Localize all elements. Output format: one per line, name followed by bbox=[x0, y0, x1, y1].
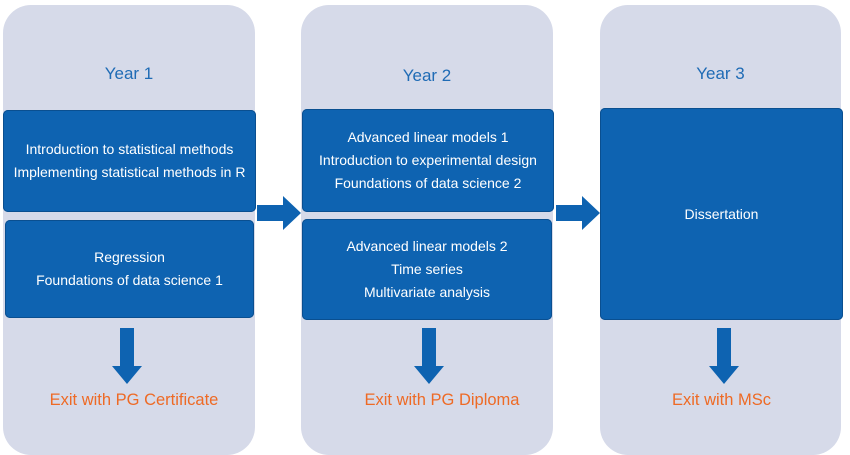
course-item: Time series bbox=[391, 261, 463, 277]
year-1-label: Year 1 bbox=[104, 64, 154, 83]
year-3-box-1: Dissertation bbox=[600, 108, 843, 320]
course-item: Implementing statistical methods in R bbox=[13, 164, 246, 180]
right-arrow-icon bbox=[257, 196, 301, 230]
course-item: Advanced linear models 2 bbox=[346, 238, 508, 254]
year-3-label: Year 3 bbox=[696, 64, 745, 83]
down-arrow-icon bbox=[414, 328, 444, 384]
year-3-exit: Exit with MSc bbox=[671, 391, 772, 409]
down-arrow-icon bbox=[112, 328, 142, 384]
course-item: Foundations of data science 1 bbox=[36, 272, 223, 288]
right-arrow-icon bbox=[556, 196, 600, 230]
year-2-box-2: Advanced linear models 2 Time series Mul… bbox=[302, 219, 552, 320]
course-item: Foundations of data science 2 bbox=[334, 175, 522, 191]
course-item: Introduction to experimental design bbox=[319, 152, 537, 168]
year-2-exit: Exit with PG Diploma bbox=[364, 391, 520, 409]
course-item: Multivariate analysis bbox=[363, 284, 491, 300]
year-2-label: Year 2 bbox=[402, 66, 452, 85]
year-2-box-1: Advanced linear models 1 Introduction to… bbox=[302, 109, 554, 212]
year-1-box-1: Introduction to statistical methods Impl… bbox=[3, 110, 256, 212]
course-item: Regression bbox=[94, 249, 165, 265]
course-item: Advanced linear models 1 bbox=[347, 129, 509, 145]
year-1-box-2: Regression Foundations of data science 1 bbox=[5, 220, 254, 318]
year-1-exit: Exit with PG Certificate bbox=[49, 391, 219, 409]
course-item: Dissertation bbox=[684, 205, 759, 222]
down-arrow-icon bbox=[709, 328, 739, 384]
course-item: Introduction to statistical methods bbox=[25, 141, 234, 157]
